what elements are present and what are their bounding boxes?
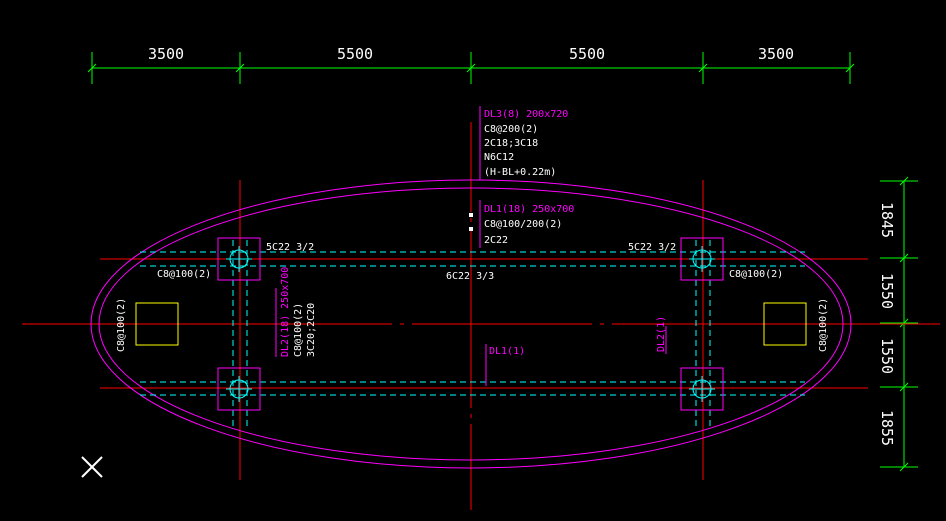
top-dimension-texts: 3500 5500 5500 3500 — [148, 45, 794, 63]
dl1-line-1: C8@100/200(2) — [484, 219, 562, 230]
dl1-line-2: 2C22 — [484, 235, 508, 246]
dim-right-4: 1855 — [878, 410, 896, 446]
opening-right — [763, 302, 807, 346]
rebar-middle: 6C22 3/3 — [446, 271, 494, 282]
side-left: C8@100(2) — [116, 298, 127, 352]
opening-left — [135, 302, 179, 346]
dl2-line-1: C8@100(2) — [293, 303, 304, 357]
dl1-name: DL1(18) 250x700 — [484, 204, 574, 215]
dim-top-4: 3500 — [758, 45, 794, 63]
dl3-line-2: 2C18;3C18 — [484, 138, 538, 149]
leader-ticks — [469, 213, 473, 231]
column-bottom-left[interactable] — [217, 367, 261, 411]
side-right: C8@100(2) — [818, 298, 829, 352]
foundation-outline — [90, 179, 852, 469]
dim-right-2: 1550 — [878, 273, 896, 309]
rebar-texts: 5C22 3/2 5C22 3/2 6C22 3/3 C8@100(2) C8@… — [116, 242, 829, 352]
dl3-name: DL3(8) 200x720 — [484, 109, 568, 120]
beam-label-dl2[interactable]: DL2(18) 250x700 C8@100(2) 3C20;2C20 — [280, 267, 317, 357]
column-bottom-right[interactable] — [680, 367, 724, 411]
dim-right-3: 1550 — [878, 338, 896, 374]
rebar-top-left: 5C22 3/2 — [266, 242, 314, 253]
dl3-line-1: C8@200(2) — [484, 124, 538, 135]
dl1-short-label[interactable]: DL1(1) — [489, 346, 525, 357]
beam-label-dl3[interactable]: DL3(8) 200x720 C8@200(2) 2C18;3C18 N6C12… — [484, 109, 568, 178]
dl3-line-3: N6C12 — [484, 152, 514, 163]
close-icon — [81, 456, 103, 478]
column-top-left[interactable] — [217, 237, 261, 281]
beam-label-dl1[interactable]: DL1(18) 250x700 C8@100/200(2) 2C22 — [484, 204, 574, 246]
leader-lines — [275, 106, 667, 386]
dl2-short-label[interactable]: DL2(1) — [656, 316, 667, 352]
stirrup-right: C8@100(2) — [729, 269, 783, 280]
dl2-line-2: 3C20;2C20 — [306, 303, 317, 357]
dim-right-1: 1845 — [878, 202, 896, 238]
dl3-line-4: (H-BL+0.22m) — [484, 167, 556, 178]
dim-top-1: 3500 — [148, 45, 184, 63]
right-dimension-texts: 1845 1550 1550 1855 — [878, 202, 896, 446]
rebar-top-right: 5C22 3/2 — [628, 242, 676, 253]
dl2-name: DL2(18) 250x700 — [280, 267, 291, 357]
beam-lines — [140, 240, 805, 430]
dim-top-3: 5500 — [569, 45, 605, 63]
dim-top-2: 5500 — [337, 45, 373, 63]
stirrup-left: C8@100(2) — [157, 269, 211, 280]
column-top-right[interactable] — [680, 237, 724, 281]
dimension-lines — [87, 52, 918, 472]
